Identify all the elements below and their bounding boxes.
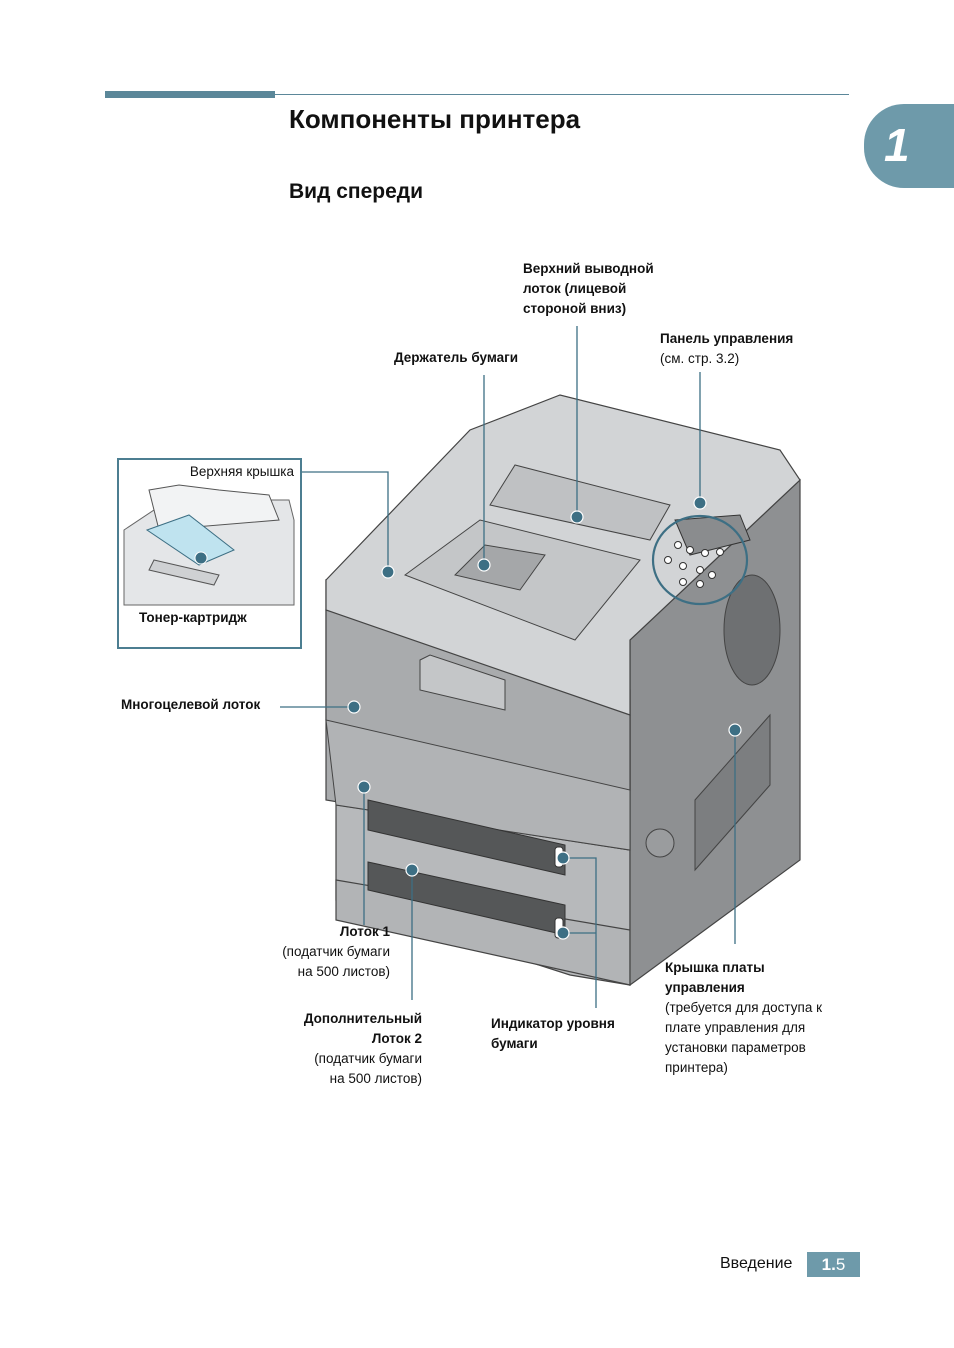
- label-top-cover: Верхняя крышка: [189, 464, 294, 479]
- page-chapter: 1.: [821, 1255, 836, 1274]
- label-paper-level: Индикатор уровня бумаги: [491, 1016, 615, 1051]
- label-tray2: Дополнительный Лоток 2 (податчик бумаги …: [303, 1011, 422, 1086]
- label-tray1: Лоток 1 (податчик бумаги на 500 листов): [282, 924, 390, 979]
- label-control-panel: Панель управления (см. стр. 3.2): [660, 331, 794, 366]
- chapter-number: 1: [884, 119, 910, 171]
- label-control-board-cover: Крышка платы управления (требуется для д…: [665, 960, 822, 1075]
- chapter-tab: [864, 104, 954, 188]
- label-multipurpose-tray: Многоцелевой лоток: [121, 697, 261, 712]
- label-paper-support: Держатель бумаги: [394, 350, 519, 365]
- page-title: Компоненты принтера: [289, 104, 581, 134]
- inset-illustration: [123, 484, 295, 606]
- label-toner-cartridge: Тонер-картридж: [139, 610, 247, 625]
- header-rule-thin: [275, 94, 849, 95]
- header-rule-thick: [105, 91, 275, 98]
- section-subtitle: Вид спереди: [289, 180, 424, 203]
- label-top-output-tray: Верхний выводной лоток (лицевой стороной…: [523, 261, 654, 316]
- top-cover-inset: Верхняя крышка Тонер-картридж: [117, 458, 302, 649]
- page-number: 5: [835, 1255, 846, 1274]
- page-number-badge: 1.5: [807, 1252, 860, 1277]
- footer-section: Введение: [720, 1255, 793, 1272]
